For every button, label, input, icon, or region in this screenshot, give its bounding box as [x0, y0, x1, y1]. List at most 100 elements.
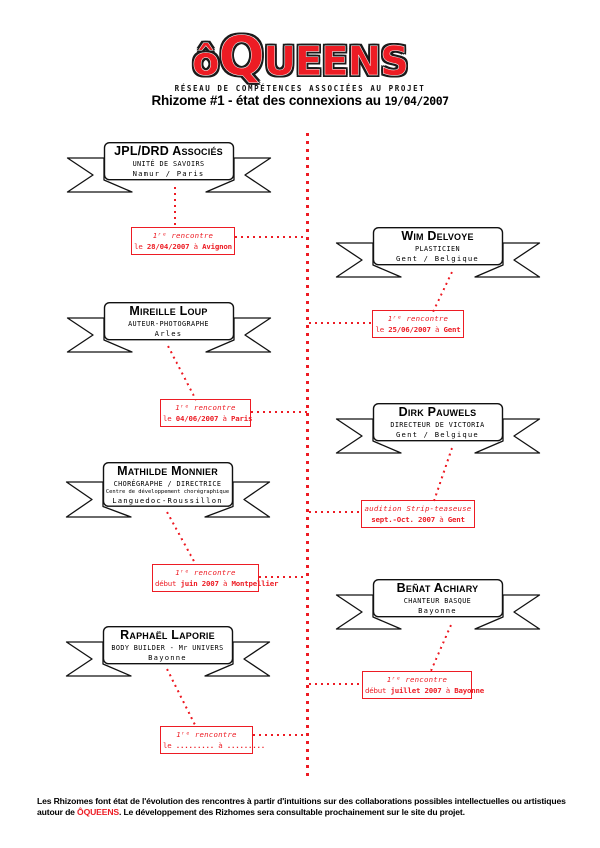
person-organisation: Centre de développement chorégraphique	[105, 488, 230, 495]
footer-text-after: . Le développement des Rizhomes sera con…	[118, 807, 465, 818]
person-location: Bayonne	[418, 605, 457, 615]
banner-raphael-laporie: Raphaël Laporie BODY BUILDER - Mr UNIVER…	[65, 626, 271, 688]
meeting-line1: 1ʳᵉ rencontre	[152, 231, 214, 240]
person-name: Raphaël Laporie	[120, 628, 215, 643]
meeting-line2: début juin 2007 à Montpellier	[155, 578, 278, 590]
meeting-place: Montpellier	[231, 578, 279, 588]
meeting-place: Bayonne	[454, 685, 484, 695]
page-title-date: 19/04/2007	[384, 94, 449, 108]
meeting-place: Paris	[231, 413, 253, 423]
meeting-label-gent-juin: 1ʳᵉ rencontre le 25/06/2007 à Gent	[372, 310, 464, 339]
meeting-place: Avignon	[202, 241, 232, 251]
meeting-line2: sept.-Oct. 2007 à Gent	[364, 515, 472, 526]
meeting-prefix: début	[155, 578, 181, 588]
person-role: DIRECTEUR DE VICTORIA	[390, 420, 485, 429]
central-spine-line	[306, 133, 309, 781]
meeting-date: juillet 2007	[390, 685, 442, 695]
meeting-line1: 1ʳᵉ rencontre	[175, 568, 236, 577]
meeting-place: Gent	[443, 324, 461, 334]
dotted-connector-spine-label6	[309, 683, 362, 685]
meeting-label-bayonne-juillet: 1ʳᵉ rencontre début juillet 2007 à Bayon…	[362, 671, 484, 700]
footer-brand: ÔQUEENS	[77, 807, 119, 818]
meeting-line1: 1ʳᵉ rencontre	[175, 403, 236, 412]
banner-jpl-drd-associes: JPL/DRD Associés UNITÉ DE SAVOIRS Namur …	[66, 142, 272, 204]
meeting-prefix: le	[163, 413, 176, 423]
meeting-line2: le 04/06/2007 à Paris	[163, 413, 252, 425]
dotted-connector-banner1-label	[174, 187, 176, 227]
meeting-mid: à	[218, 413, 231, 423]
person-role: UNITÉ DE SAVOIRS	[132, 159, 205, 168]
oqueens-logo: ôQUEENS	[0, 20, 600, 86]
meeting-date: 28/04/2007	[146, 241, 190, 251]
dotted-connector-spine-label4	[309, 511, 361, 513]
ribbon-shape-icon	[65, 462, 271, 518]
meeting-line2: le 28/04/2007 à Avignon	[134, 242, 232, 253]
banner-benat-achiary: Beñat Achiary CHANTEUR BASQUE Bayonne	[335, 579, 541, 641]
person-location: Arles	[154, 328, 183, 338]
meeting-line1: 1ʳᵉ rencontre	[386, 675, 448, 684]
meeting-mid: à	[441, 685, 455, 695]
meeting-mid: à	[430, 324, 444, 334]
meeting-label-paris: 1ʳᵉ rencontre le 04/06/2007 à Paris	[160, 399, 252, 428]
ribbon-shape-icon	[335, 403, 541, 454]
ribbon-shape-icon	[335, 227, 541, 278]
logo-initial-letter: Q	[218, 25, 264, 89]
dotted-connector-label7-spine	[253, 734, 307, 736]
banner-mathilde-monnier: Mathilde Monnier CHORÉGRAPHE / DIRECTRIC…	[65, 462, 271, 524]
person-name: Wim Delvoye	[401, 229, 474, 244]
meeting-date: 25/06/2007	[388, 324, 431, 334]
person-role: CHANTEUR BASQUE	[403, 596, 472, 605]
ribbon-shape-icon	[66, 142, 272, 193]
dotted-connector-label3-spine	[251, 411, 308, 413]
meeting-line2: le ......... à .........	[163, 740, 265, 752]
dotted-connector-label1-spine	[235, 236, 307, 238]
person-location: Gent / Belgique	[396, 253, 479, 263]
meeting-mid: à	[435, 514, 448, 524]
meeting-mid: à	[218, 578, 232, 588]
banner-dirk-pauwels: Dirk Pauwels DIRECTEUR DE VICTORIA Gent …	[335, 403, 541, 465]
meeting-prefix: le	[163, 740, 176, 750]
ribbon-shape-icon	[65, 626, 271, 677]
meeting-line1: audition Strip-teaseuse	[364, 504, 472, 513]
logo-rest-letters: UEENS	[263, 39, 409, 86]
meeting-date: .........	[175, 740, 214, 750]
meeting-date: juin 2007	[180, 578, 219, 588]
person-name: JPL/DRD Associés	[114, 144, 223, 159]
footer-note: Les Rhizomes font état de l'évolution de…	[37, 796, 569, 818]
meeting-line2: le 25/06/2007 à Gent	[375, 325, 461, 336]
person-role: AUTEUR-PHOTOGRAPHE	[128, 319, 209, 328]
ribbon-shape-icon	[66, 302, 272, 353]
meeting-line2: début juillet 2007 à Bayonne	[365, 685, 484, 697]
person-name: Mathilde Monnier	[117, 464, 218, 479]
person-location: Bayonne	[148, 652, 187, 662]
meeting-place: Gent	[447, 514, 465, 524]
meeting-label-tbd: 1ʳᵉ rencontre le ......... à .........	[160, 726, 265, 755]
meeting-place: .........	[226, 740, 265, 750]
meeting-prefix: début	[365, 685, 391, 695]
person-role: CHORÉGRAPHE / DIRECTRICE	[113, 479, 222, 488]
dotted-connector-spine-label2	[309, 322, 372, 324]
person-name: Beñat Achiary	[396, 581, 479, 596]
meeting-label-audition-gent: audition Strip-teaseuse sept.-Oct. 2007 …	[361, 500, 475, 529]
ribbon-shape-icon	[335, 579, 541, 630]
logo-accent-letter: ô	[192, 39, 220, 86]
footer-text-before: Les Rhizomes font état de l'évolution de…	[37, 796, 566, 818]
page-title-text: Rhizome #1 - état des connexions au	[151, 93, 385, 108]
banner-mireille-loup: Mireille Loup AUTEUR-PHOTOGRAPHE Arles	[66, 302, 272, 364]
meeting-mid: à	[214, 740, 227, 750]
banner-wim-delvoye: Wim Delvoye PLASTICIEN Gent / Belgique	[335, 227, 541, 289]
dotted-connector-label5-spine	[259, 576, 307, 578]
person-location: Languedoc-Roussillon	[112, 495, 223, 505]
meeting-date: 04/06/2007	[175, 413, 219, 423]
person-name: Mireille Loup	[129, 304, 208, 319]
meeting-line1: 1ʳᵉ rencontre	[176, 730, 237, 739]
page-title: Rhizome #1 - état des connexions au 19/0…	[0, 93, 600, 108]
meeting-prefix: le	[375, 324, 389, 334]
person-role: BODY BUILDER - Mr UNIVERS	[111, 643, 224, 652]
person-name: Dirk Pauwels	[398, 405, 477, 420]
person-location: Namur / Paris	[132, 168, 205, 178]
meeting-label-avignon: 1ʳᵉ rencontre le 28/04/2007 à Avignon	[131, 227, 235, 256]
meeting-line1: 1ʳᵉ rencontre	[387, 314, 449, 323]
meeting-label-montpellier: 1ʳᵉ rencontre début juin 2007 à Montpell…	[152, 564, 278, 593]
